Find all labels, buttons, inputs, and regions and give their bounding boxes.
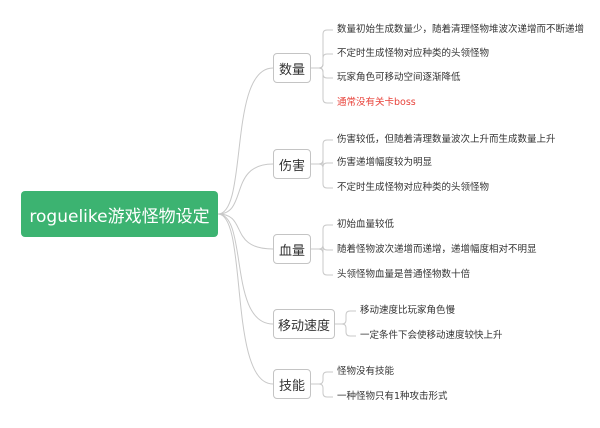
connector-line (311, 224, 333, 250)
branch-label: 数量 (278, 62, 305, 78)
leaf-item: 头领怪物血量是普通怪物数十倍 (337, 269, 471, 280)
leaf-item: 怪物没有技能 (337, 366, 395, 377)
connector-line (217, 67, 274, 215)
leaf-item: 不定时生成怪物对应种类的头领怪物 (337, 48, 490, 59)
leaf-item: 伤害较低，但随着清理数量波次上升而生成数量上升 (337, 134, 556, 145)
leaf-item: 伤害递增幅度较为明显 (337, 157, 433, 168)
connector-line (311, 53, 333, 69)
leaf-item: 不定时生成怪物对应种类的头领怪物 (337, 182, 490, 193)
leaf-item: 移动速度比玩家角色慢 (360, 305, 456, 316)
branch-damage[interactable]: 伤害 (273, 149, 311, 179)
leaf-item: 一种怪物只有1种攻击形式 (337, 391, 448, 402)
branch-label: 伤害 (278, 158, 305, 174)
connector-line (335, 323, 356, 337)
leaf-item: 初始血量较低 (337, 219, 395, 230)
root-label: roguelike游戏怪物设定 (29, 206, 210, 227)
connector-line (217, 213, 274, 325)
connector-line (311, 248, 333, 276)
root-node[interactable]: roguelike游戏怪物设定 (21, 191, 218, 237)
branch-quantity[interactable]: 数量 (273, 53, 311, 83)
leaf-item: 随着怪物波次递增而递增，递增幅度相对不明显 (337, 244, 537, 255)
connector-line (217, 213, 274, 250)
connector-line (311, 371, 333, 385)
leaf-item: 一定条件下会使移动速度较快上升 (360, 330, 503, 341)
branch-label: 技能 (278, 378, 305, 394)
connector-line (311, 163, 333, 189)
branch-skills[interactable]: 技能 (273, 369, 311, 399)
branch-health[interactable]: 血量 (273, 234, 311, 264)
leaf-item: 数量初始生成数量少，随着清理怪物堆波次递增而不断递增 (337, 24, 585, 35)
connector-line (311, 139, 333, 165)
branch-label: 血量 (278, 243, 305, 259)
connector-line (311, 383, 333, 398)
connector-line (335, 310, 356, 325)
branch-label: 移动速度 (277, 318, 330, 334)
connector-line (217, 213, 274, 385)
connector-line (311, 67, 333, 104)
connector-line (311, 29, 333, 69)
connector-line (217, 163, 274, 215)
branch-move-speed[interactable]: 移动速度 (273, 309, 335, 339)
leaf-item: 通常没有关卡boss (337, 97, 416, 108)
leaf-item: 玩家角色可移动空间逐渐降低 (337, 72, 461, 83)
